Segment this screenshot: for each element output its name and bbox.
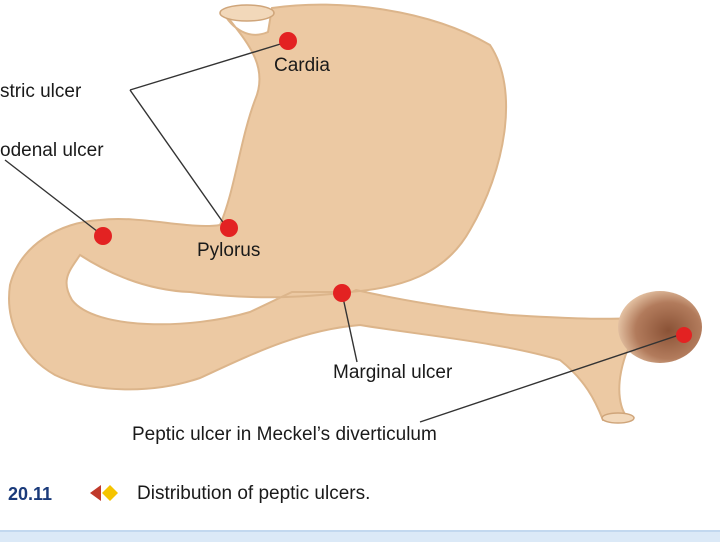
bottom-bar — [0, 530, 720, 542]
leader-duodenal — [4, 159, 103, 236]
leader-marginal — [341, 292, 358, 363]
label-gastric-ulcer: stric ulcer — [0, 81, 82, 102]
stomach-diagram: Cardia stric ulcer odenal ulcer Pylorus … — [0, 3, 702, 445]
caption-text: Distribution of peptic ulcers. — [137, 483, 371, 504]
ulcer-dot-pylorus — [220, 219, 238, 237]
label-cardia: Cardia — [274, 55, 330, 76]
label-pylorus: Pylorus — [197, 240, 260, 261]
figure-caption: 20.11 Distribution of peptic ulcers. — [0, 478, 720, 510]
label-meckel: Peptic ulcer in Meckel’s diverticulum — [132, 424, 437, 445]
label-marginal-ulcer: Marginal ulcer — [333, 362, 453, 383]
diamond-arrow-icon — [90, 485, 118, 501]
ulcer-dot-duodenal — [94, 227, 112, 245]
leader-gastric-to-pylorus — [129, 89, 228, 229]
ileum-opening — [601, 412, 635, 424]
ulcer-dot-marginal — [333, 284, 351, 302]
leader-meckel — [419, 333, 683, 423]
ulcer-dot-meckel — [676, 327, 692, 343]
meckel-diverticulum — [618, 291, 702, 363]
esophagus-opening — [219, 4, 275, 22]
figure-number: 20.11 — [8, 483, 53, 504]
ulcer-dot-cardia — [279, 32, 297, 50]
leader-gastric-to-cardia — [129, 41, 288, 91]
label-duodenal-ulcer: odenal ulcer — [0, 140, 104, 161]
